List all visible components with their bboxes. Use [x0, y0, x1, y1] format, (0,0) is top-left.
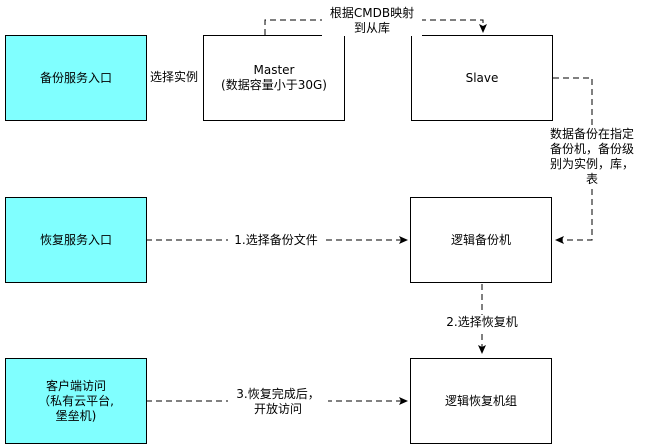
- edge-label-cmdb-map: 根据CMDB映射 到从库: [322, 6, 422, 36]
- edge-label-backup-to-machine: 数据备份在指定 备份机，备份级 别为实例，库， 表: [541, 127, 643, 187]
- client-access-node: 客户端访问 （私有云平台, 堡垒机): [5, 358, 147, 444]
- edge-label-select-backup-file: 1.选择备份文件: [228, 233, 324, 248]
- master-node: Master (数据容量小于30G): [203, 35, 345, 121]
- edge-label-restore-done: 3.恢复完成后， 开放访问: [228, 387, 328, 417]
- restore-entry-node: 恢复服务入口: [5, 197, 147, 283]
- logical-backup-node: 逻辑备份机: [410, 197, 552, 283]
- slave-node: Slave: [411, 35, 553, 121]
- backup-entry-node: 备份服务入口: [5, 35, 147, 121]
- logical-restore-group-node: 逻辑恢复机组: [410, 358, 552, 444]
- edge-label-select-instance: 选择实例: [149, 70, 198, 84]
- edge-label-select-restore-machine: 2.选择恢复机: [440, 315, 524, 330]
